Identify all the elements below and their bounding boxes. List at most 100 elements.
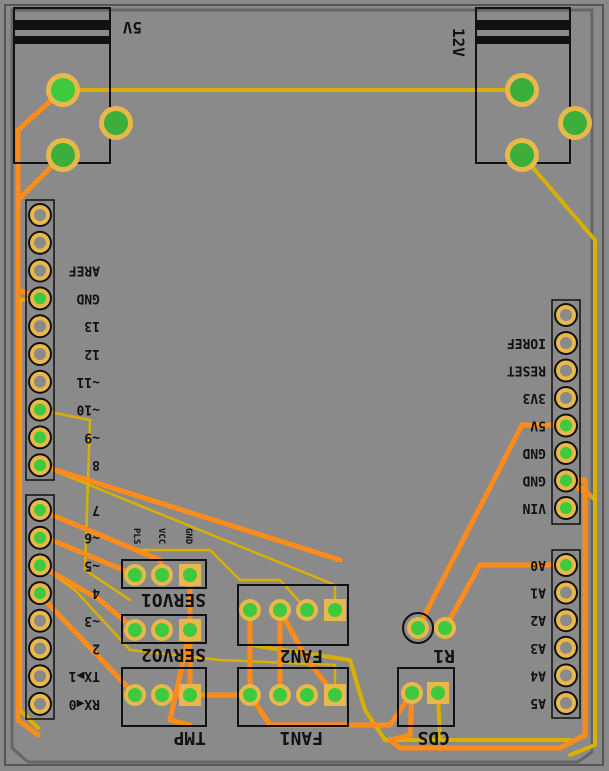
right-pin-3: [554, 413, 578, 438]
cds-pad-0: [401, 682, 423, 704]
analog-pin-label-1: A1: [530, 585, 546, 600]
left-pin-3: [28, 286, 52, 311]
left-pin-label-7: ~10: [76, 402, 100, 417]
label-servo2: SERVO2: [141, 644, 206, 665]
right-pin-label-5: GND: [522, 473, 546, 488]
fan2-pad-1: [269, 599, 291, 621]
analog-pin-4: [554, 663, 578, 688]
left-pin-11: [28, 525, 52, 550]
left-pin-17: [28, 691, 52, 716]
left-pin-13: [28, 581, 52, 606]
servo1-outline: [121, 559, 207, 589]
analog-pin-0: [554, 553, 578, 577]
label-tmp: TMP: [173, 727, 206, 748]
left-pin-label-12: ~5: [84, 557, 100, 572]
right-pin-4: [554, 441, 578, 465]
fan1-outline: [237, 667, 349, 727]
left-pin-10: [28, 498, 52, 522]
connector-12v-bar2: [476, 36, 570, 44]
fan1-pad-3: [324, 684, 346, 706]
analog-pin-label-2: A2: [530, 612, 546, 627]
fan2-pad-3: [324, 599, 346, 621]
label-5v: 5V: [122, 18, 142, 37]
label-12v: 12V: [449, 28, 468, 57]
servo2-outline: [121, 614, 207, 644]
left-pin-label-2: AREF: [69, 263, 100, 278]
r1-outline: [402, 612, 434, 644]
right-pin-label-2: 3V3: [523, 390, 546, 405]
component-labels: SERVO1 SERVO2 FAN2 FAN1 TMP R1 CDS PLS V…: [131, 528, 455, 748]
label-r1: R1: [433, 645, 455, 666]
analog-pin-3: [554, 635, 578, 660]
left-pin-label-14: ~3: [84, 613, 100, 628]
servo2-pad-2: [179, 619, 201, 641]
r1-pad-1: [434, 617, 456, 639]
left-pin-label-13: 4: [92, 585, 100, 600]
right-pin-1: [554, 358, 578, 383]
component-pads: [124, 564, 456, 706]
left-pin-1: [28, 230, 52, 255]
analog-pin-2: [554, 608, 578, 633]
left-pin-label-8: ~9: [84, 429, 100, 444]
right-pin-label-6: VIN: [522, 500, 546, 515]
fan1-pad-2: [296, 684, 318, 706]
tmp-pad-1: [151, 684, 173, 706]
right-pin-label-0: IOREF: [507, 335, 546, 350]
fan2-pad-2: [296, 599, 318, 621]
left-pin-7: [28, 397, 52, 422]
right-pin-2: [554, 386, 578, 410]
right-pin-5: [554, 468, 578, 493]
left-pin-label-3: GND: [76, 290, 100, 305]
right-pin-6: [554, 496, 578, 520]
left-pin-label-6: ~11: [76, 374, 100, 389]
right-pin-label-3: 5V: [530, 418, 546, 433]
fan1-pad-1: [269, 684, 291, 706]
left-pin-label-9: 8: [92, 457, 100, 472]
fan1-pad-0: [239, 684, 261, 706]
board-edge-cut: [10, 8, 594, 764]
servo2-pad-0: [124, 619, 146, 641]
r1-pad-0: [407, 617, 429, 639]
servo1-pad-1: [151, 564, 173, 586]
tmp-pad-0: [124, 684, 146, 706]
left-pin-label-11: ~6: [84, 530, 100, 545]
silkscreen: 5V 12V: [13, 7, 571, 727]
label-cds: CDS: [417, 727, 450, 748]
servo-header-vcc: VCC: [156, 528, 166, 544]
right-pin-nc: [554, 303, 578, 327]
connector-5v-bar: [14, 20, 110, 30]
arduino-right-header: IOREF RESET 3V3 5V GND GND VIN: [507, 299, 581, 525]
servo1-pad-0: [124, 564, 146, 586]
fan2-outline: [237, 584, 349, 646]
left-pin-15: [28, 636, 52, 661]
tmp-outline: [121, 667, 207, 727]
analog-pin-5: [554, 691, 578, 715]
right-pin-label-1: RESET: [507, 363, 546, 378]
left-pin-2: [28, 258, 52, 283]
label-fan1: FAN1: [280, 727, 323, 748]
left-pin-label-4: 13: [84, 318, 100, 333]
analog-pin-label-5: A5: [530, 695, 546, 710]
left-pin-label-16: TX▶1: [69, 668, 100, 683]
left-pin-5: [28, 342, 52, 366]
left-pin-4: [28, 314, 52, 339]
servo2-pad-1: [151, 619, 173, 641]
servo1-pad-2: [179, 564, 201, 586]
connector-12v-bar: [476, 20, 570, 30]
right-pin-0: [554, 331, 578, 355]
left-pin-12: [28, 553, 52, 578]
left-pin-label-15: 2: [92, 641, 100, 656]
analog-pin-label-0: A0: [530, 557, 546, 572]
label-servo1: SERVO1: [141, 589, 206, 610]
servo-header-pls: PLS: [131, 528, 141, 544]
fan2-pad-0: [239, 599, 261, 621]
power-pads: [46, 73, 592, 172]
left-pin-label-5: 12: [84, 346, 100, 361]
left-pin-label-17: RX◀0: [69, 696, 100, 711]
cds-outline: [397, 667, 455, 727]
label-fan2: FAN2: [280, 645, 323, 666]
right-pin-label-4: GND: [522, 445, 546, 460]
